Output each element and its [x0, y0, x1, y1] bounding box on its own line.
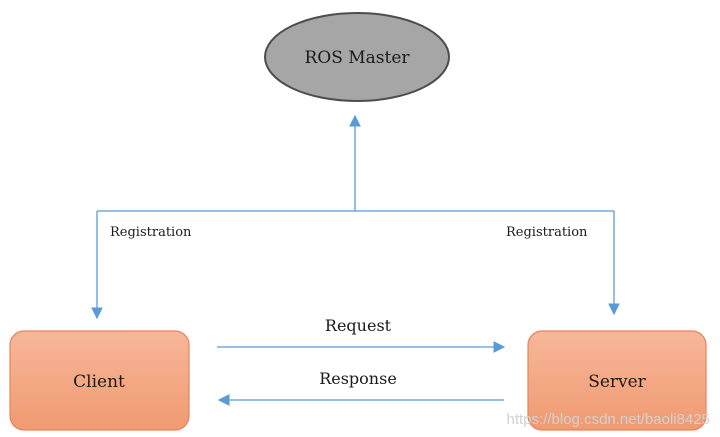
server-node: Server: [527, 330, 707, 431]
registration-right-label: Registration: [506, 225, 588, 240]
ros-master-shape: [264, 12, 450, 102]
server-label: Server: [588, 372, 646, 392]
server-shape: [527, 330, 707, 431]
response-edge: Response: [217, 369, 504, 406]
watermark-text: https://blog.csdn.net/baoli8425: [507, 411, 710, 428]
client-shape: [9, 330, 190, 431]
response-label: Response: [319, 369, 397, 388]
ros-master-node: ROS Master: [264, 12, 450, 102]
client-node: Client: [9, 330, 190, 431]
request-label: Request: [325, 316, 392, 335]
ros-master-label: ROS Master: [304, 48, 410, 68]
registration-left-label: Registration: [110, 225, 192, 240]
request-edge: Request: [217, 316, 506, 353]
client-label: Client: [73, 372, 125, 392]
registration-connectors: [91, 114, 620, 320]
